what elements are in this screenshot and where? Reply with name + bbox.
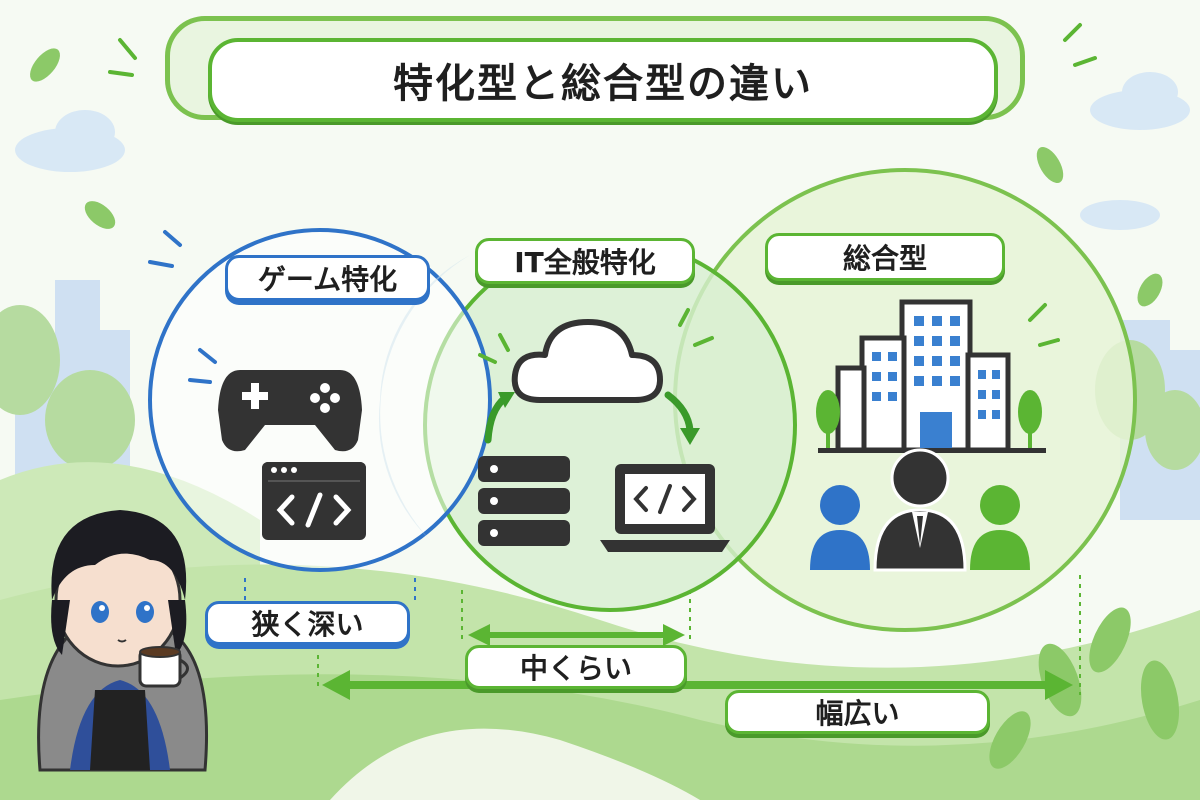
narrow-scope-label: 狭く深い <box>205 601 410 645</box>
sparkle-decoration <box>148 230 217 384</box>
server-icon <box>478 456 570 546</box>
cycle-arrow-right <box>664 391 694 434</box>
middle-scope-arrow <box>468 624 685 646</box>
game-circle-label: ゲーム特化 <box>225 255 430 301</box>
sparkle-decoration <box>108 23 1097 77</box>
scope-guides <box>244 575 1081 695</box>
it-circle-label: IT全般特化 <box>475 238 695 284</box>
office-building-icon <box>816 299 1046 453</box>
coffee-cup-icon <box>138 646 189 688</box>
character-illustration <box>37 510 209 772</box>
cloud-icon <box>511 319 663 403</box>
general-circle-label: 総合型 <box>765 233 1005 281</box>
page-title: 特化型と総合型の違い <box>208 38 998 122</box>
wide-scope-arrow <box>322 670 1073 700</box>
code-window-icon <box>262 462 366 540</box>
middle-scope-label: 中くらい <box>465 645 687 689</box>
people-icon <box>810 448 1030 572</box>
gamepad-icon <box>218 370 362 452</box>
wide-scope-label: 幅広い <box>725 690 990 734</box>
cloud-decoration <box>15 72 1190 230</box>
sparkle-decoration <box>478 303 1060 364</box>
laptop-code-icon <box>600 464 730 552</box>
